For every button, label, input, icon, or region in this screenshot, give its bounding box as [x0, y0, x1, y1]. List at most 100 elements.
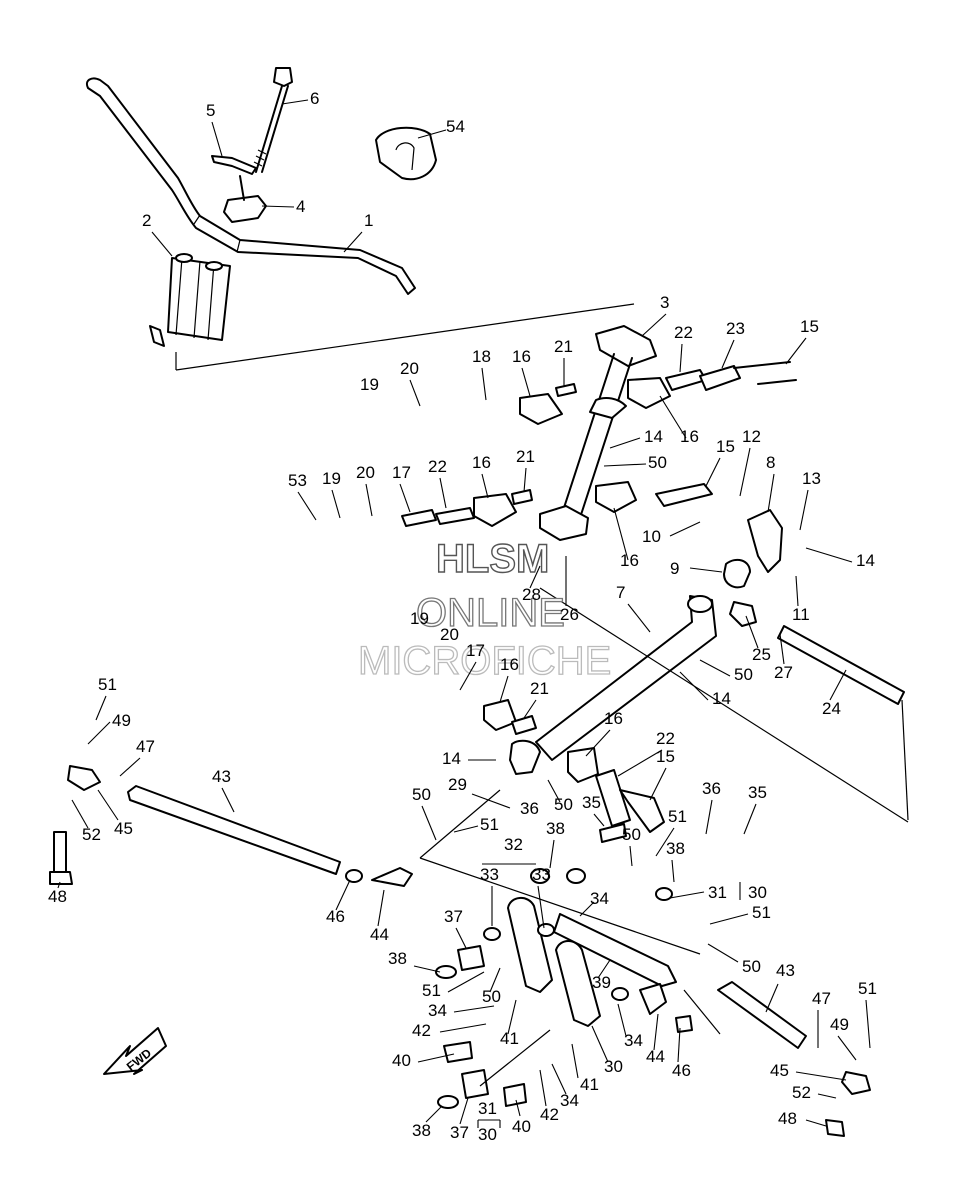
leader-line: [805, 547, 853, 563]
leader-line: [721, 339, 735, 369]
leader-line: [571, 1043, 579, 1079]
callout-2: 2: [142, 211, 151, 230]
leader-line: [539, 1069, 547, 1107]
leader-line: [765, 983, 779, 1013]
callout-8: 8: [766, 453, 775, 472]
callout-22: 22: [428, 457, 447, 476]
leader-line: [617, 1003, 627, 1037]
leader-line: [709, 913, 749, 925]
leader-line: [795, 1071, 847, 1081]
leader-line: [417, 1053, 455, 1063]
callout-9: 9: [670, 559, 679, 578]
callout-33: 33: [480, 865, 499, 884]
callout-6: 6: [310, 89, 319, 108]
callout-36: 36: [520, 799, 539, 818]
alignment-lines: [419, 587, 909, 1087]
leader-line: [221, 787, 235, 813]
leader-line: [767, 473, 775, 513]
callout-51: 51: [98, 675, 117, 694]
callout-45: 45: [114, 819, 133, 838]
leader-line: [211, 121, 223, 157]
leader-line: [453, 1005, 495, 1013]
callout-34: 34: [428, 1001, 447, 1020]
callout-15: 15: [800, 317, 819, 336]
leader-line: [335, 879, 351, 911]
clip-part: [211, 155, 257, 175]
callout-14: 14: [856, 551, 875, 570]
callout-34: 34: [590, 889, 609, 908]
leader-line: [669, 521, 701, 537]
callout-29: 29: [448, 775, 467, 794]
leader-line: [471, 793, 511, 809]
leader-line: [97, 789, 119, 821]
group-boundary-line: [175, 303, 635, 371]
callout-41: 41: [500, 1029, 519, 1048]
callout-16: 16: [500, 655, 519, 674]
leader-line: [507, 999, 517, 1035]
leader-line: [745, 615, 759, 649]
leader-line: [481, 473, 489, 499]
callout-31: 31: [478, 1099, 497, 1118]
callout-14: 14: [712, 689, 731, 708]
cable-shaft-part: [777, 625, 905, 705]
callout-50: 50: [742, 957, 761, 976]
leader-line: [439, 1023, 487, 1033]
leader-line: [739, 447, 751, 497]
callout-51: 51: [668, 807, 687, 826]
callout-19: 19: [360, 375, 379, 394]
callout-50: 50: [648, 453, 667, 472]
leader-line: [549, 839, 555, 869]
leader-line: [659, 395, 687, 439]
leader-line: [455, 927, 467, 949]
callout-30: 30: [604, 1057, 623, 1076]
callout-21: 21: [554, 337, 573, 356]
callout-50: 50: [412, 785, 431, 804]
leader-line: [151, 231, 173, 257]
collar-part: [723, 558, 751, 589]
callout-16: 16: [472, 453, 491, 472]
callout-16: 16: [604, 709, 623, 728]
callout-40: 40: [392, 1051, 411, 1070]
leader-line: [95, 695, 107, 721]
callout-27: 27: [774, 663, 793, 682]
watermark-line3: MICROFICHE: [358, 639, 611, 683]
leader-line: [743, 803, 757, 835]
leader-line: [377, 889, 385, 927]
callout-49: 49: [830, 1015, 849, 1034]
callout-33: 33: [532, 865, 551, 884]
callout-16: 16: [680, 427, 699, 446]
callout-53: 53: [288, 471, 307, 490]
callout-50: 50: [482, 987, 501, 1006]
leader-line: [331, 489, 341, 519]
callout-47: 47: [136, 737, 155, 756]
leader-line: [593, 813, 605, 827]
bracket-part: [747, 509, 783, 573]
callout-38: 38: [412, 1121, 431, 1140]
tie-rod-right-part: [717, 981, 807, 1049]
callout-43: 43: [776, 961, 795, 980]
leader-line: [57, 881, 61, 889]
callout-38: 38: [546, 819, 565, 838]
leader-line: [523, 467, 527, 493]
callout-10: 10: [642, 527, 661, 546]
leader-line: [785, 337, 807, 365]
callout-22: 22: [674, 323, 693, 342]
leader-line: [547, 779, 561, 803]
callout-41: 41: [580, 1075, 599, 1094]
callout-39: 39: [592, 973, 611, 992]
leader-line: [707, 943, 739, 963]
leader-line: [649, 767, 667, 801]
callout-48: 48: [48, 887, 67, 906]
callout-34: 34: [624, 1031, 643, 1050]
callout-45: 45: [770, 1061, 789, 1080]
steering-column-part: [595, 325, 657, 367]
callout-19: 19: [410, 609, 429, 628]
leader-line: [551, 1063, 567, 1095]
callout-50: 50: [734, 665, 753, 684]
leader-line: [297, 491, 317, 521]
callout-42: 42: [540, 1105, 559, 1124]
leader-line: [537, 885, 545, 929]
leader-line: [417, 129, 447, 139]
